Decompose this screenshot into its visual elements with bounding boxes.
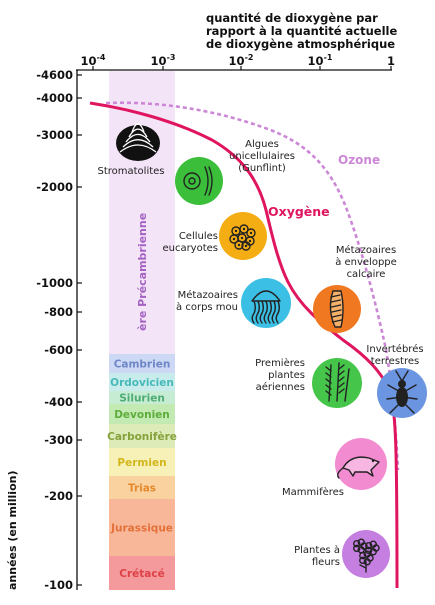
organism-stromatolite: Stromatolites [97, 123, 165, 177]
period-band [109, 354, 175, 373]
period-band [109, 424, 175, 448]
left-axis-tick-label: -400 [44, 395, 73, 409]
top-axis-tick-label: 10-3 [151, 53, 176, 68]
period-band [109, 448, 175, 476]
left-axis-label: années (en million) [6, 471, 19, 591]
organism-label: Stromatolites [97, 166, 164, 177]
algae-icon [183, 166, 213, 196]
left-axis-tick-label: -100 [44, 578, 73, 592]
period-label: Silurien [119, 393, 165, 405]
period-label: Ordovicien [110, 377, 174, 389]
left-axis-tick-label: -1000 [36, 276, 73, 290]
period-silurien: Silurien [109, 391, 175, 405]
period-band [109, 556, 175, 590]
left-axis-tick-label: -3000 [36, 128, 73, 142]
period-band [109, 391, 175, 404]
organism-circle [219, 212, 267, 260]
period-label: Jurassique [110, 523, 173, 535]
period-devonien: Devonien [109, 404, 175, 424]
mammal-icon [336, 456, 380, 479]
jellyfish-icon [251, 290, 281, 324]
period-band [109, 499, 175, 556]
period-band [109, 404, 175, 424]
top-axis-tick-label: 10-1 [308, 53, 333, 68]
left-axis-tick-label: -800 [44, 305, 73, 319]
period-band [109, 476, 175, 499]
left-axis-tick-label: -200 [44, 489, 73, 503]
precambrian-label: ère Précambrienne [136, 213, 149, 331]
geologic-periods: CambrienOrdovicienSilurienDevonienCarbon… [107, 354, 177, 590]
left-axis: -4600 -4000 -3000 -2000 -1000 -800 -600 -400 -30… [6, 68, 82, 592]
shell-icon [329, 290, 344, 328]
period-label: Trias [128, 483, 156, 495]
eukaryote-cells-icon [229, 224, 256, 251]
top-axis: 10-4 10-3 10-2 10-1 1 [76, 53, 395, 71]
top-axis-tick-label: 10-2 [229, 53, 254, 68]
period-carbonifère: Carbonifère [107, 424, 177, 448]
top-axis-tick-label: 10-4 [81, 53, 106, 68]
organism-label: Mammifères [282, 486, 344, 498]
period-label: Devonien [114, 409, 170, 421]
organism-mammal: Mammifères [282, 438, 387, 498]
left-axis-tick-label: -2000 [36, 180, 73, 194]
period-crétacé: Crétacé [109, 556, 175, 590]
period-cambrien: Cambrien [109, 354, 175, 373]
precambrian-band [109, 71, 175, 354]
period-label: Permien [117, 457, 166, 469]
period-label: Crétacé [119, 568, 164, 580]
period-trias: Trias [109, 476, 175, 499]
period-permien: Permien [109, 448, 175, 476]
stromatolite-icon [116, 123, 160, 161]
period-jurassique: Jurassique [109, 499, 175, 556]
insect-icon [386, 370, 418, 414]
left-axis-tick-label: -4000 [36, 91, 73, 105]
organism-circle [175, 157, 223, 205]
period-ordovicien: Ordovicien [109, 373, 175, 391]
flower-icon [353, 538, 380, 573]
top-axis-tick-label: 1 [387, 54, 395, 68]
left-axis-tick-label: -600 [44, 343, 73, 357]
oxygen-label: Oxygène [268, 204, 330, 219]
left-axis-tick-label: -300 [44, 433, 73, 447]
ozone-label: Ozone [338, 153, 380, 167]
period-label: Cambrien [114, 359, 171, 371]
period-label: Carbonifère [107, 431, 177, 443]
plant-icon [325, 362, 350, 402]
top-axis-title: quantité de dioxygène par rapport à la q… [206, 11, 401, 51]
period-band [109, 373, 175, 391]
left-axis-tick-label: -4600 [36, 68, 73, 82]
